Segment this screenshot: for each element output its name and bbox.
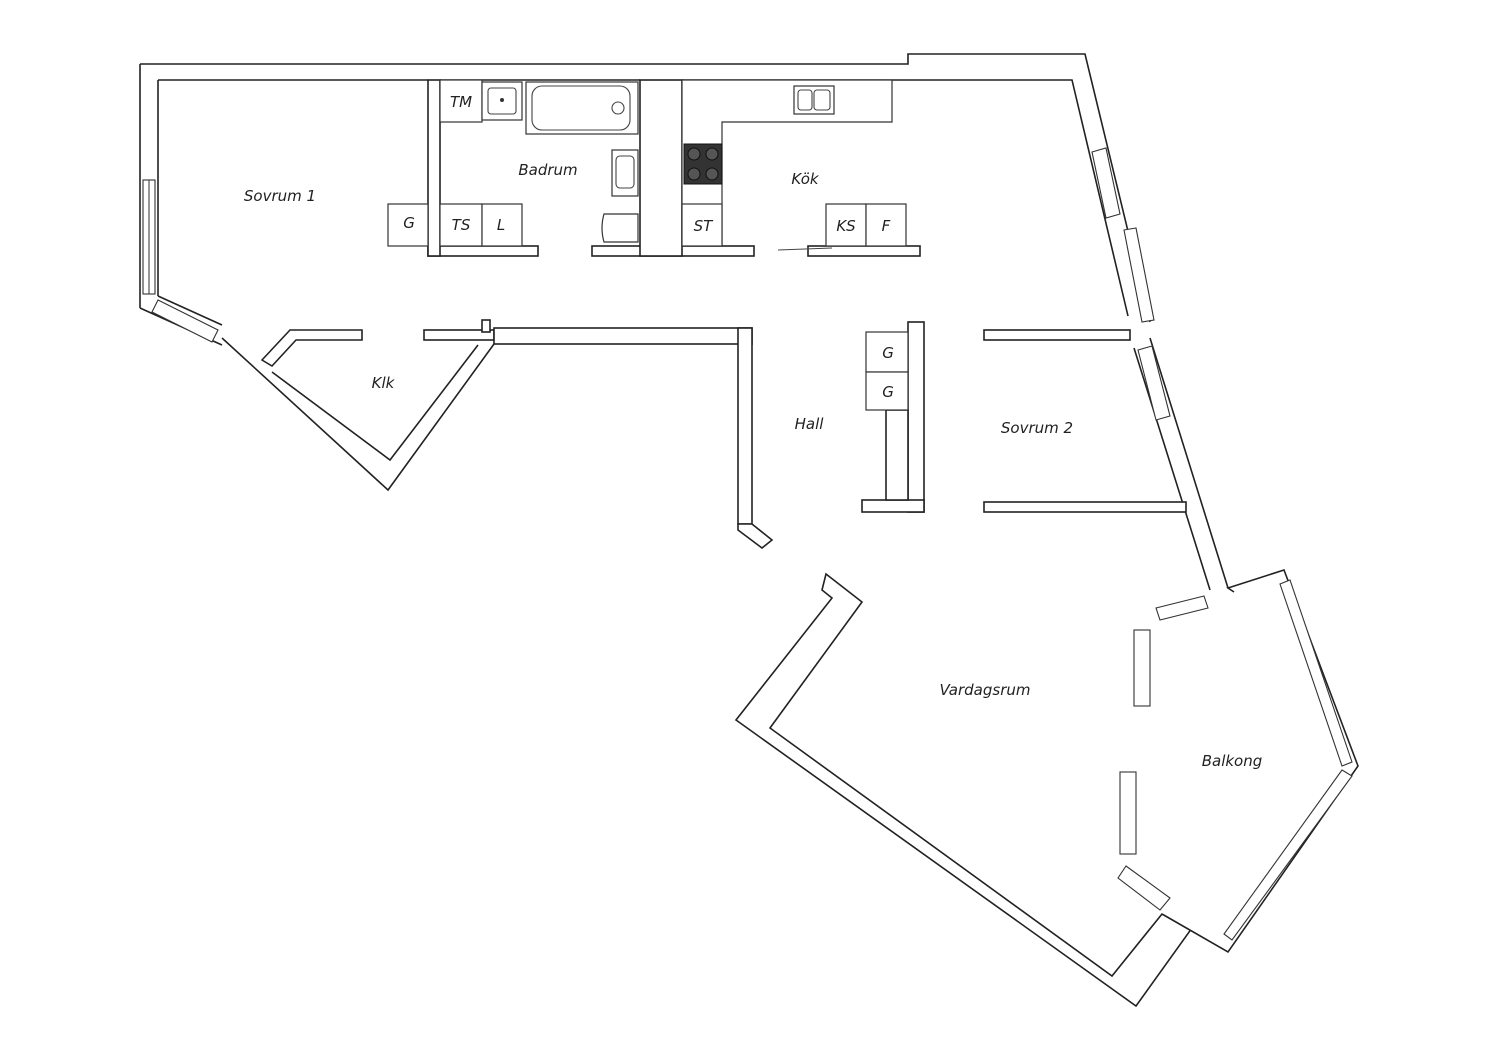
hall-wardrobe-1 (865, 331, 909, 373)
drain-icon (500, 98, 504, 102)
hall-wardrobe-2 (865, 371, 909, 411)
window-kok-1 (1091, 147, 1121, 219)
label-sovrum1: Sovrum 1 (244, 187, 316, 205)
label-kok: Kök (791, 170, 819, 188)
oven-box (681, 203, 723, 247)
label-g-hall-1: G (882, 344, 894, 362)
window-kok-2 (1123, 227, 1155, 323)
window-vardagsrum-2 (1133, 629, 1151, 707)
label-sovrum2: Sovrum 2 (1001, 419, 1073, 437)
window-vardagsrum-1 (1155, 595, 1209, 621)
label-vardagsrum: Vardagsrum (940, 681, 1031, 699)
label-hall: Hall (795, 415, 825, 433)
label-g-sovrum1: G (403, 214, 415, 232)
tumble-dryer-box (439, 203, 483, 247)
label-g-hall-2: G (882, 383, 894, 401)
bathroom-fixtures (387, 79, 639, 247)
washing-machine-box (439, 79, 483, 123)
faucet-icon (611, 101, 625, 115)
window-balkong-2 (1223, 769, 1353, 941)
window-sovrum1-diag (151, 299, 219, 343)
label-st: ST (694, 217, 715, 235)
toilet (601, 213, 639, 243)
label-badrum: Badrum (518, 161, 577, 179)
windows (142, 147, 1353, 941)
window-vardagsrum-4 (1117, 865, 1171, 911)
fixture-labels: TM TS L G ST KS F G G (403, 93, 894, 401)
wardrobe-sovrum1 (387, 203, 429, 247)
laundry-box (481, 203, 523, 247)
label-ts: TS (452, 216, 471, 234)
bathtub (525, 81, 639, 135)
label-ks: KS (836, 217, 856, 235)
kitchen-fixtures (681, 79, 907, 251)
room-labels: Sovrum 1 Badrum Kök Klk Hall Sovrum 2 Va… (244, 161, 1262, 770)
window-sovrum2 (1137, 345, 1171, 421)
label-balkong: Balkong (1202, 752, 1263, 770)
label-f: F (882, 217, 891, 235)
fridge-freezer-box (825, 203, 867, 247)
window-vardagsrum-3 (1119, 771, 1137, 855)
label-klk: Klk (372, 374, 396, 392)
freezer-box (865, 203, 907, 247)
window-balkong-1 (1279, 579, 1353, 767)
label-tm: TM (450, 93, 472, 111)
label-l: L (497, 216, 505, 234)
hall-fixtures (865, 331, 909, 411)
